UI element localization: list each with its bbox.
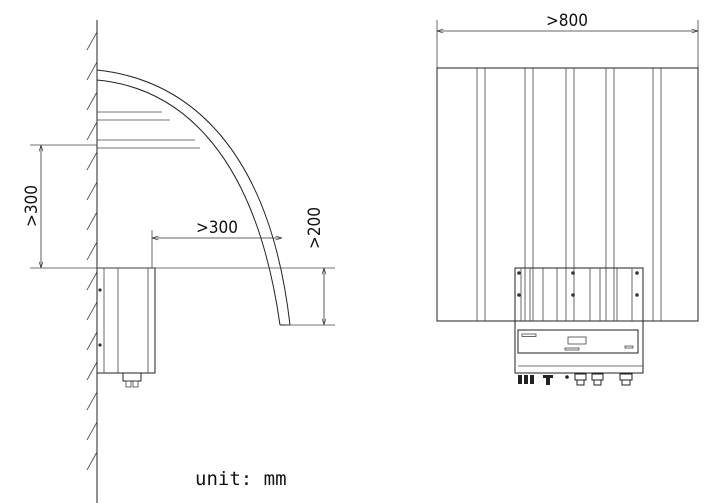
side-view: >300 >300 >200 unit: mm	[22, 20, 335, 503]
canopy-front	[436, 67, 699, 322]
inverter-connectors	[518, 373, 633, 386]
dim-canopy-label: >200	[305, 207, 325, 249]
canopy	[96, 69, 291, 326]
dim-above-label: >300	[22, 185, 42, 227]
dim-front-label: >300	[196, 218, 238, 238]
inverter-side	[96, 267, 156, 388]
inverter-front	[514, 267, 644, 374]
unit-label: unit: mm	[195, 468, 287, 490]
front-view: >800	[436, 11, 699, 386]
dim-width-label: >800	[546, 11, 588, 31]
wall-hatching	[86, 31, 98, 471]
